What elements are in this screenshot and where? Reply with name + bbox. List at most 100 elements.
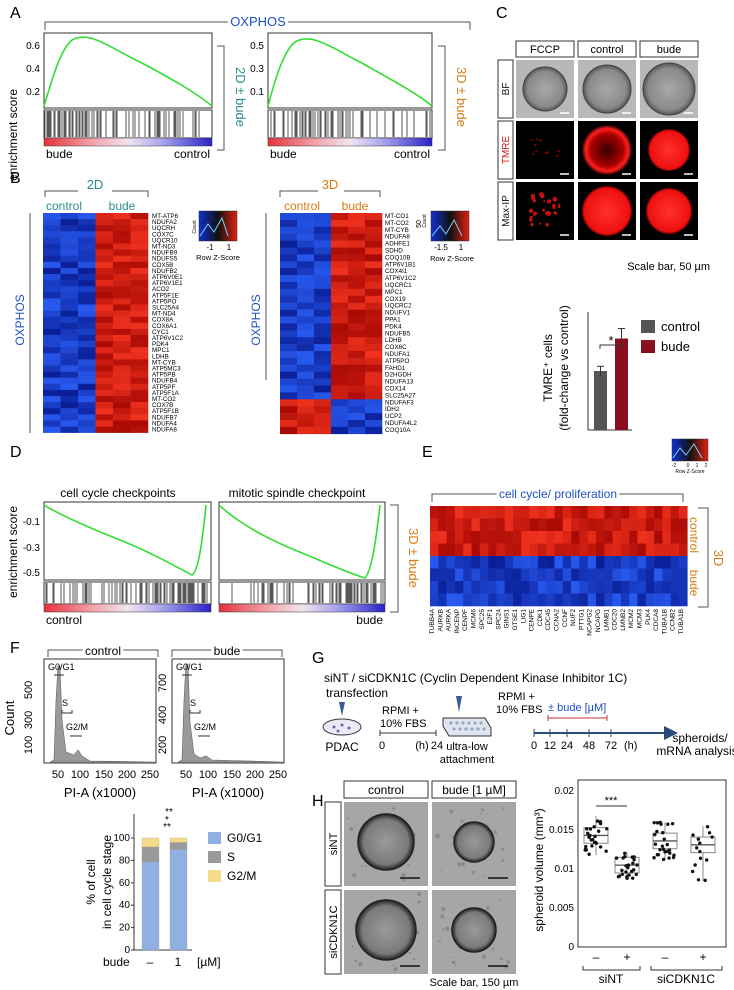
oxphos-title: OXPHOS (230, 14, 286, 29)
heat-cell (365, 385, 383, 393)
maxip-image (516, 182, 574, 240)
heat-cell (579, 568, 588, 582)
tick-label: 0 (124, 945, 130, 956)
data-point (656, 853, 661, 857)
heat-cell (130, 286, 149, 293)
heat-cell (348, 357, 366, 366)
heat-cell (430, 568, 439, 582)
heat-cell (454, 531, 464, 544)
heat-cell (471, 518, 481, 532)
heat-cell (280, 330, 298, 338)
heat-cell (365, 399, 383, 407)
heat-cell (679, 556, 688, 569)
heat-cell (113, 396, 131, 403)
pipette-icon (339, 702, 345, 716)
heat-cell (78, 359, 96, 366)
heat-cell (446, 556, 456, 569)
data-point (627, 873, 631, 877)
gene-label: ATP6V1E1 (152, 280, 183, 287)
col-bude: bude (342, 199, 369, 213)
gene-label: SLC25A4 (152, 305, 179, 312)
col-header-label: bude (657, 44, 681, 56)
heat-cell (430, 518, 439, 532)
panel-g: siNT / siCDKN1C (Cyclin Dependent Kinase… (322, 671, 734, 766)
heat-cell (454, 543, 464, 557)
oxphos-label: OXPHOS (249, 294, 263, 345)
gene-label: NDUFA13 (385, 379, 414, 386)
heat-cell (95, 237, 114, 244)
gene-label: UQCR10 (152, 237, 178, 244)
bg-speck (361, 864, 363, 867)
spheroid (582, 186, 632, 236)
heat-cell (365, 268, 383, 276)
heat-cell (479, 531, 489, 544)
tmre-spot (539, 139, 542, 142)
heat-cell (537, 593, 547, 607)
heat-cell (297, 378, 315, 386)
heat-cell (130, 359, 149, 366)
x-label-control: control (46, 613, 82, 627)
data-point (593, 834, 597, 839)
gene-label: ATP5F1B (152, 408, 179, 415)
heat-cell (604, 531, 613, 544)
heat-cell (529, 506, 539, 519)
gene-label: PLK4 (645, 609, 652, 625)
heat-cell (43, 298, 61, 305)
heat-cell (60, 328, 79, 336)
heat-cell (365, 309, 383, 317)
heat-cell (471, 556, 481, 569)
heat-cell (43, 347, 61, 354)
heat-cell (331, 247, 349, 255)
heat-cell (348, 309, 366, 317)
sig-bracket (599, 344, 622, 349)
gsea-hit-ticks (231, 583, 384, 603)
heat-cell (60, 365, 79, 372)
heat-cell (521, 531, 530, 544)
heat-cell (113, 225, 131, 232)
heat-cell (95, 426, 114, 433)
heat-cell (579, 556, 588, 569)
transfection: transfection (326, 686, 388, 700)
heat-cell (629, 593, 638, 607)
cell-dot (336, 729, 340, 733)
heat-cell (596, 531, 605, 544)
bg-speck (444, 926, 450, 932)
heat-cell (546, 518, 555, 532)
well (482, 727, 486, 731)
gene-label: UQCRC2 (385, 303, 412, 310)
heat-cell (331, 392, 349, 400)
heat-cell (43, 414, 61, 421)
rank-colorbar (43, 603, 212, 613)
bar-segment-G0/G1 (141, 861, 160, 951)
gene-label: ATP5PO (385, 358, 409, 365)
heat-cell (620, 531, 630, 544)
data-point (667, 856, 671, 860)
heat-cell (612, 506, 622, 519)
heat-cell (331, 323, 349, 331)
heat-cell (471, 543, 481, 557)
heat-cell (113, 335, 131, 342)
tmre-spot (535, 150, 538, 153)
heat-cell (314, 406, 332, 414)
heat-cell (645, 568, 655, 582)
heat-cell (78, 225, 96, 232)
heat-cell (314, 275, 332, 283)
bg-speck (417, 900, 421, 904)
heat-cell (43, 274, 61, 281)
heat-cell (60, 304, 79, 311)
heat-cell (60, 414, 79, 421)
heat-cell (314, 330, 332, 338)
heat-cell (637, 581, 647, 594)
heat-cell (365, 261, 383, 269)
gene-label: MCM3 (637, 609, 644, 629)
heat-cell (529, 593, 539, 607)
heat-cell (537, 506, 547, 519)
gsea-hit-ticks (270, 111, 431, 137)
bar-segment-G2/M (141, 837, 160, 848)
heat-cell (78, 267, 96, 275)
data-point (653, 842, 658, 846)
heat-cell (348, 392, 366, 400)
data-point (652, 820, 656, 825)
heat-cell (78, 280, 96, 287)
